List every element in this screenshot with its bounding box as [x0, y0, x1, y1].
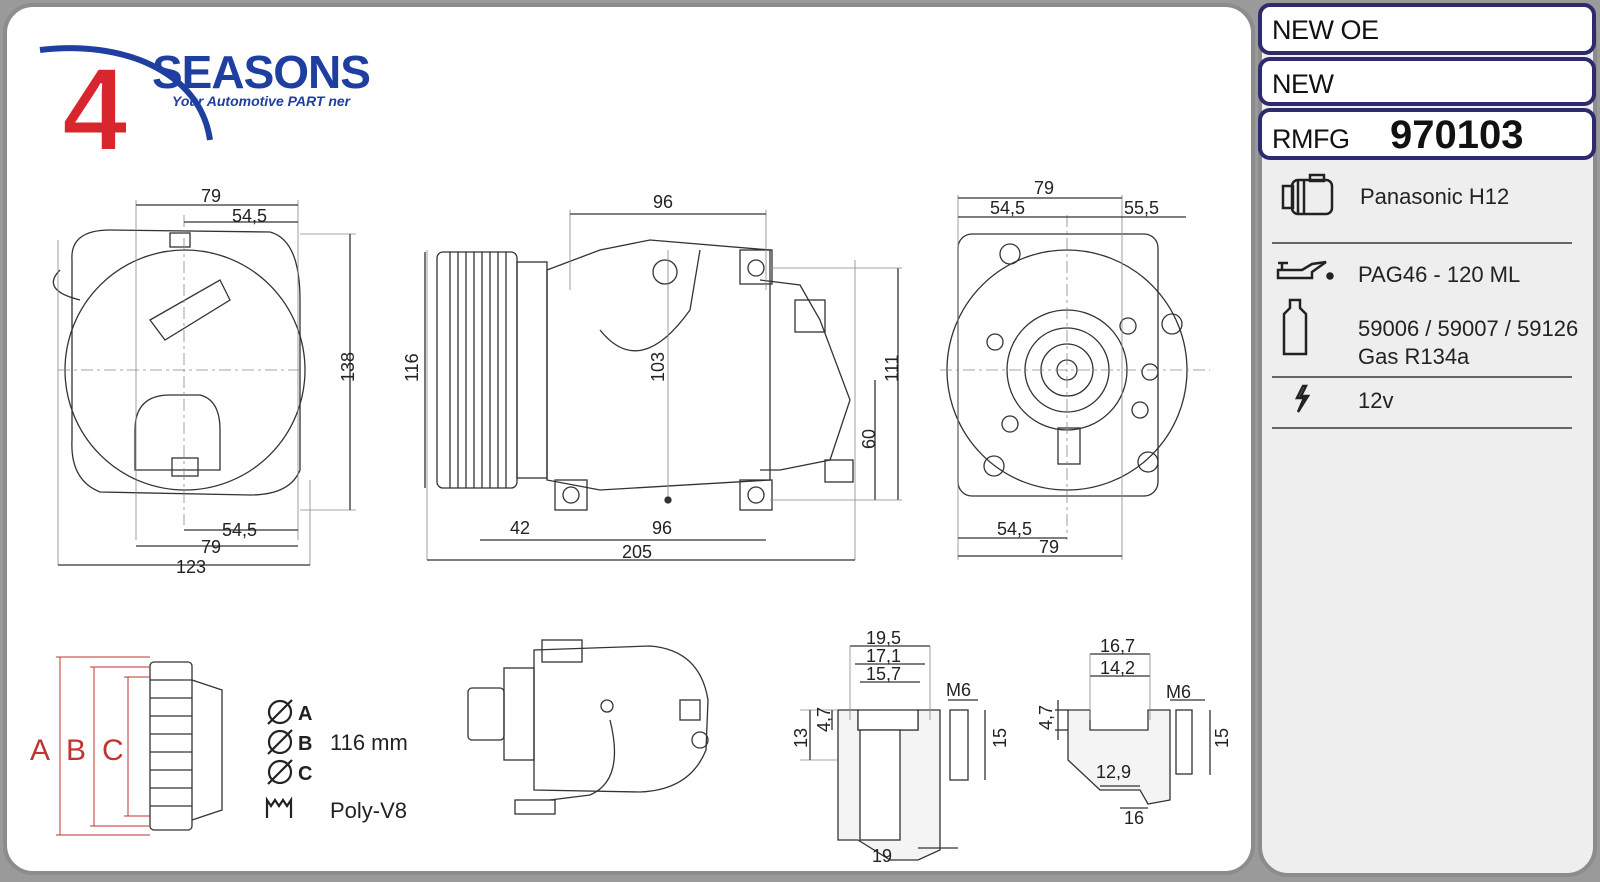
dim-rear-bottom-width: 79 — [1039, 537, 1059, 557]
pulley-detail — [56, 656, 223, 836]
dim-s1-depth-total: 13 — [791, 728, 811, 748]
dim-s2-w1: 16,7 — [1100, 636, 1135, 656]
dim-s1-w3: 15,7 — [866, 664, 901, 684]
pulley-diameter: 116 mm — [330, 730, 408, 755]
spec-divider — [1272, 376, 1572, 378]
dim-s2-thread: M6 — [1166, 682, 1191, 702]
spec-divider — [1272, 242, 1572, 244]
dim-s1-w1: 19,5 — [866, 628, 901, 648]
dim-s1-w2: 17,1 — [866, 646, 901, 666]
drawing-panel — [3, 3, 1255, 875]
pulley-letter-b: B — [66, 734, 86, 767]
dim-rear-left-offset: 54,5 — [990, 198, 1025, 218]
dim-s1-thread: M6 — [946, 680, 971, 700]
dim-s1-thread-depth: 15 — [990, 728, 1010, 748]
dim-front-overall-width: 123 — [176, 557, 206, 577]
pulley-letter-c: C — [102, 734, 124, 767]
logo-name: SEASONS — [152, 46, 370, 98]
dim-rear-bottom-offset: 54,5 — [997, 519, 1032, 539]
dim-side-overall-length: 205 — [622, 542, 652, 562]
dim-s1-bottom: 19 — [872, 846, 892, 866]
dim-s2-depth-top: 4,7 — [1036, 705, 1056, 730]
poly-v-belt-icon — [265, 796, 293, 818]
dim-front-bottom-offset: 54,5 — [222, 520, 257, 540]
compressor-model: Panasonic H12 — [1360, 184, 1510, 209]
dim-rear-right-offset: 55,5 — [1124, 198, 1159, 218]
dim-side-right-height: 111 — [882, 355, 902, 382]
new-label: NEW — [1272, 69, 1334, 99]
part-number-box: RMFG 970103 — [1258, 108, 1596, 160]
voltage-spec: 12v — [1358, 388, 1394, 413]
logo-number: 4 — [62, 44, 128, 176]
pulley-letter-a: A — [30, 734, 50, 767]
dim-s2-w2: 14,2 — [1100, 658, 1135, 678]
section-detail-2 — [1055, 653, 1211, 809]
dim-s1-depth-top: 4,7 — [814, 707, 834, 732]
dim-side-lower-height: 60 — [859, 429, 879, 449]
new-oe-label: NEW OE — [1272, 15, 1379, 45]
diameter-label-c: C — [298, 763, 312, 785]
brand-logo: 4 SEASONS Your Automotive PART ner — [39, 43, 371, 177]
side-view — [424, 210, 902, 561]
logo-swoosh — [39, 45, 213, 141]
dim-side-pulley-height: 116 — [402, 353, 422, 382]
dim-side-left-offset: 42 — [510, 518, 530, 538]
dim-front-top-offset: 54,5 — [232, 206, 267, 226]
diameter-label-a: A — [298, 703, 312, 725]
dim-s2-bottom: 16 — [1124, 808, 1144, 828]
rear-view — [940, 195, 1210, 560]
front-view — [52, 200, 356, 566]
spec-divider — [1272, 427, 1572, 429]
pulley-belt: Poly-V8 — [330, 798, 407, 823]
rmfg-label: RMFG — [1272, 124, 1350, 154]
diameter-label-b: B — [298, 733, 312, 755]
dim-side-bottom-span: 96 — [652, 518, 672, 538]
oil-spec: PAG46 - 120 ML — [1358, 262, 1521, 287]
new-box: NEW — [1258, 57, 1596, 106]
dim-front-bottom-width: 79 — [201, 537, 221, 557]
dim-front-height: 138 — [338, 352, 358, 382]
dim-side-top-span: 96 — [653, 192, 673, 212]
compressor-small-view — [467, 639, 709, 815]
logo-tagline: Your Automotive PART ner — [172, 93, 352, 109]
new-oe-box: NEW OE — [1258, 3, 1596, 55]
dim-front-top-width: 79 — [201, 186, 221, 206]
oil-refs: 59006 / 59007 / 59126 — [1358, 316, 1579, 341]
dim-s2-inner: 12,9 — [1096, 762, 1131, 782]
dim-side-mount-height: 103 — [648, 352, 668, 382]
section-detail-1 — [800, 645, 986, 861]
diameter-icon — [267, 699, 293, 785]
part-number: 970103 — [1390, 113, 1524, 157]
dim-rear-top-width: 79 — [1034, 178, 1054, 198]
dim-s2-thread-depth: 15 — [1212, 728, 1232, 748]
gas-spec: Gas R134a — [1358, 344, 1470, 369]
